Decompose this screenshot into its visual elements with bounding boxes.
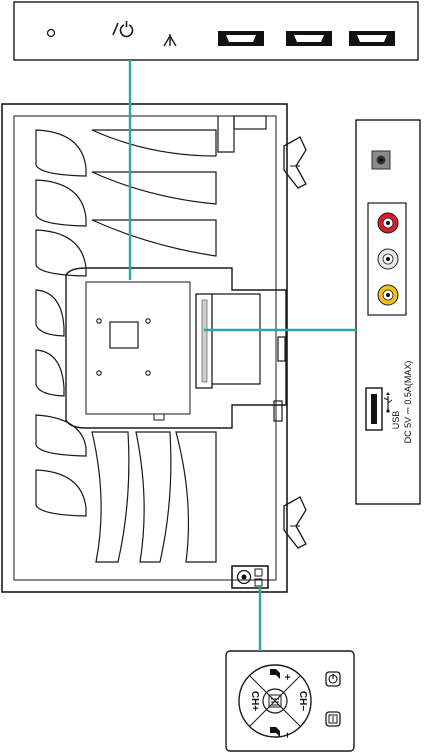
power-button-icon[interactable]	[326, 672, 340, 686]
control-panel-callout: + − CH+ CH−	[226, 651, 354, 751]
video-jack[interactable]	[378, 285, 398, 305]
input-source-button-icon[interactable]	[326, 712, 340, 726]
side-connector-strip	[196, 294, 260, 388]
hdmi-port-1[interactable]	[218, 31, 264, 46]
control-panel-housing	[232, 566, 268, 588]
rear-ribs-top	[92, 130, 216, 256]
ir-sensor-icon	[48, 30, 55, 37]
top-connector-panel	[14, 2, 418, 60]
audio-right-jack[interactable]	[378, 213, 398, 233]
usb-rating-label: DC 5V ⎓ 0.5A(MAX)	[403, 361, 413, 444]
headphone-jack-icon[interactable]	[372, 151, 390, 169]
usb-symbol-icon	[384, 392, 392, 413]
hdmi-port-3[interactable]	[349, 31, 395, 46]
channel-up-label[interactable]: CH+	[249, 691, 260, 711]
wall-mount-area	[66, 268, 286, 428]
channel-down-label[interactable]: CH−	[297, 691, 308, 711]
audio-left-jack[interactable]	[378, 249, 398, 269]
av-jacks-icon	[368, 203, 406, 315]
usb-label: USB	[391, 411, 401, 430]
rear-ribs-bottom	[92, 432, 216, 562]
tv-back-panel	[2, 104, 306, 592]
volume-up-button[interactable]: +	[270, 669, 292, 680]
hdmi-port-2[interactable]	[286, 31, 332, 46]
rear-ribs-left	[36, 130, 86, 516]
usb-port-icon[interactable]	[366, 388, 382, 430]
leader-lines	[130, 60, 356, 651]
volume-up-label: +	[281, 674, 292, 680]
antenna-icon	[164, 34, 176, 46]
side-connector-panel: USB DC 5V ⎓ 0.5A(MAX)	[356, 120, 420, 504]
volume-down-label: −	[281, 732, 292, 738]
power-indicator-icon	[113, 21, 133, 36]
